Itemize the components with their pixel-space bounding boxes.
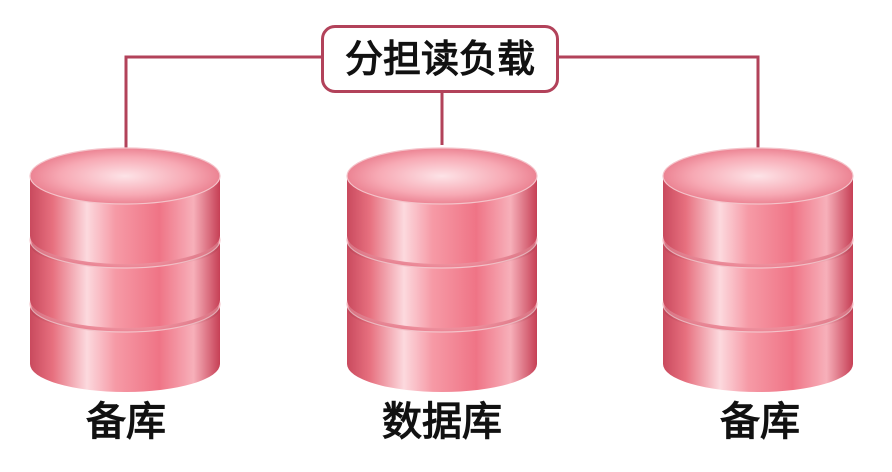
database-cylinders	[29, 147, 854, 392]
cylinder-top-face	[663, 148, 853, 204]
cylinder-top-face	[347, 148, 537, 204]
node-label-primary: 数据库	[382, 399, 502, 445]
cylinder-disc-body	[347, 240, 537, 328]
cylinder-rim	[346, 147, 538, 205]
cylinder-disc-body	[663, 304, 853, 392]
hub-label-box: 分担读负载	[321, 25, 559, 93]
cylinder-top-face	[30, 148, 220, 204]
cylinder-disc-body	[30, 304, 220, 392]
node-label-standby-right: 备库	[720, 399, 800, 445]
node-label-standby-left: 备库	[86, 399, 166, 445]
database-icon-primary	[346, 147, 538, 392]
cylinder-disc-body	[347, 304, 537, 392]
database-icon-standby-right	[662, 147, 854, 392]
cylinder-disc-body	[347, 176, 537, 264]
cylinder-disc-body	[663, 240, 853, 328]
connector-lines	[124, 55, 760, 150]
cylinder-disc-body	[30, 240, 220, 328]
cylinder-disc-body	[663, 176, 853, 264]
database-icon-standby-left	[29, 147, 221, 392]
connector-right	[558, 55, 760, 150]
hub-label: 分担读负载	[344, 37, 535, 81]
cylinder-rim	[29, 147, 221, 205]
cylinder-disc-body	[30, 176, 220, 264]
cylinder-rim	[662, 147, 854, 205]
connector-left	[124, 55, 322, 150]
